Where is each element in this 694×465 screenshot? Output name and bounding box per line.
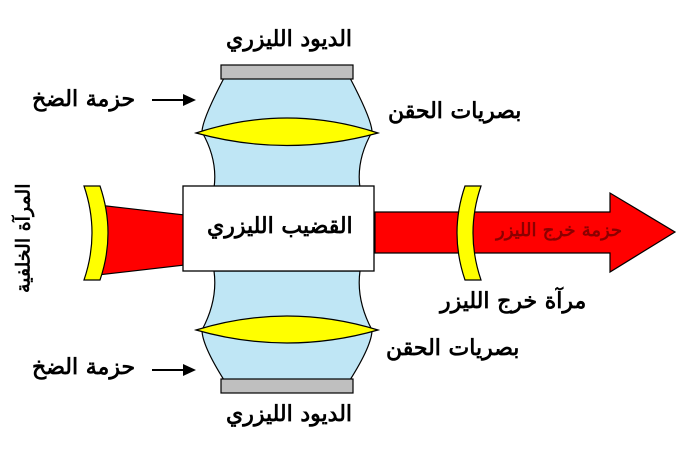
rear-mirror-label: المرآة الخلفية <box>12 183 35 294</box>
laser-beam-left <box>97 204 186 276</box>
laser-beam-output-arrow <box>374 191 677 274</box>
laser-rod-label: القضيب الليزري <box>207 213 353 239</box>
injection-lens-bottom <box>193 315 381 344</box>
pump-beam-top-label: حزمة الضخ <box>32 86 136 112</box>
pump-beam-bottom-label: حزمة الضخ <box>32 354 136 380</box>
laser-diode-top-label: الديود الليزري <box>226 26 353 52</box>
laser-rod <box>182 185 375 272</box>
output-mirror-label: مرآة خرج الليزر <box>440 288 587 314</box>
laser-diode-bottom <box>220 378 354 394</box>
laser-diode-top <box>220 64 354 80</box>
pump-arrow-top <box>152 94 196 106</box>
laser-diode-bottom-label: الديود الليزري <box>226 401 353 427</box>
injection-lens-top <box>193 117 381 147</box>
injection-optics-bottom-label: بصريات الحقن <box>386 335 520 361</box>
output-beam-label: حزمة خرج الليزر <box>496 220 623 241</box>
output-mirror <box>456 185 482 281</box>
injection-optics-top-label: بصريات الحقن <box>388 98 522 124</box>
pump-arrow-bottom <box>152 364 196 376</box>
rear-mirror <box>83 185 109 281</box>
